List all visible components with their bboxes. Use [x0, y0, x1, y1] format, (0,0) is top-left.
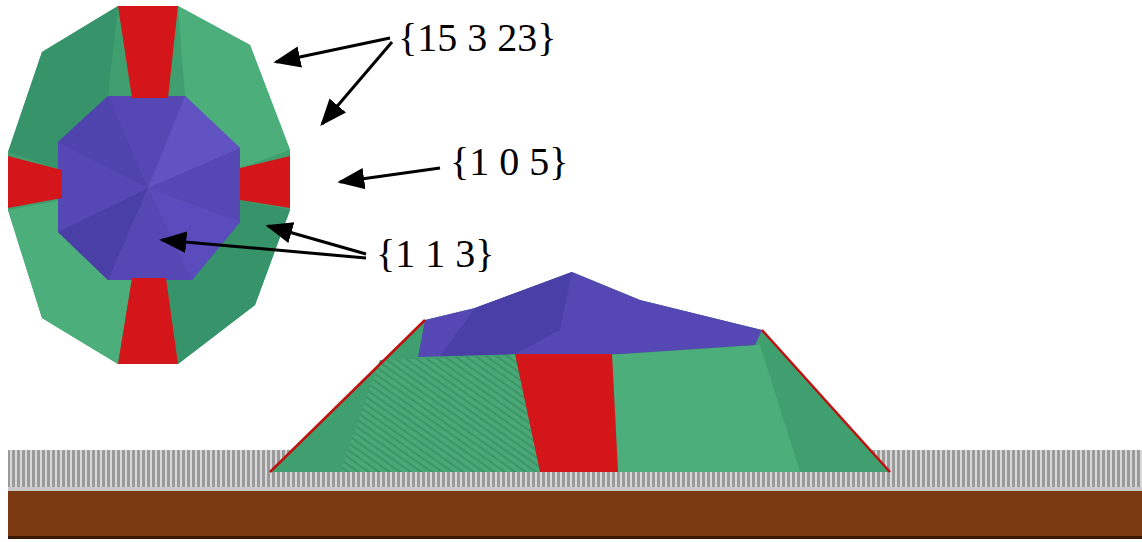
blue-facet-shade: [58, 96, 148, 188]
blue-facet-shade: [148, 96, 240, 188]
facet-label: {15 3 23}: [398, 16, 556, 60]
blue-facet-shade: [148, 188, 240, 280]
blue-facet-shade: [440, 272, 572, 356]
red-facet: [118, 278, 178, 364]
substrate-bulk: [8, 491, 1142, 538]
red-edge: [762, 330, 890, 472]
green-facet-shade: [612, 345, 800, 472]
facet-label: {1 1 3}: [376, 232, 494, 276]
green-facets: [270, 272, 890, 472]
green-facets: [8, 6, 290, 364]
side-view: [8, 272, 1142, 539]
red-facet: [118, 6, 178, 98]
blue-facets: [418, 272, 762, 357]
red-facet: [515, 354, 618, 472]
leader-arrows: [162, 38, 440, 258]
substrate-bottom: [8, 536, 1142, 539]
leader-arrow: [340, 168, 440, 182]
leader-arrow: [162, 240, 366, 258]
top-view: [8, 6, 290, 364]
leader-arrow: [276, 38, 390, 62]
red-edge: [270, 320, 425, 472]
red-facet: [8, 156, 62, 208]
facet-label: {1 0 5}: [450, 140, 568, 184]
red-facet: [240, 156, 290, 208]
blue-facet-shade: [58, 188, 148, 280]
leader-arrow: [268, 226, 366, 254]
leader-arrow: [322, 42, 392, 124]
substrate-edge: [8, 487, 1142, 491]
blue-facets: [58, 96, 240, 280]
